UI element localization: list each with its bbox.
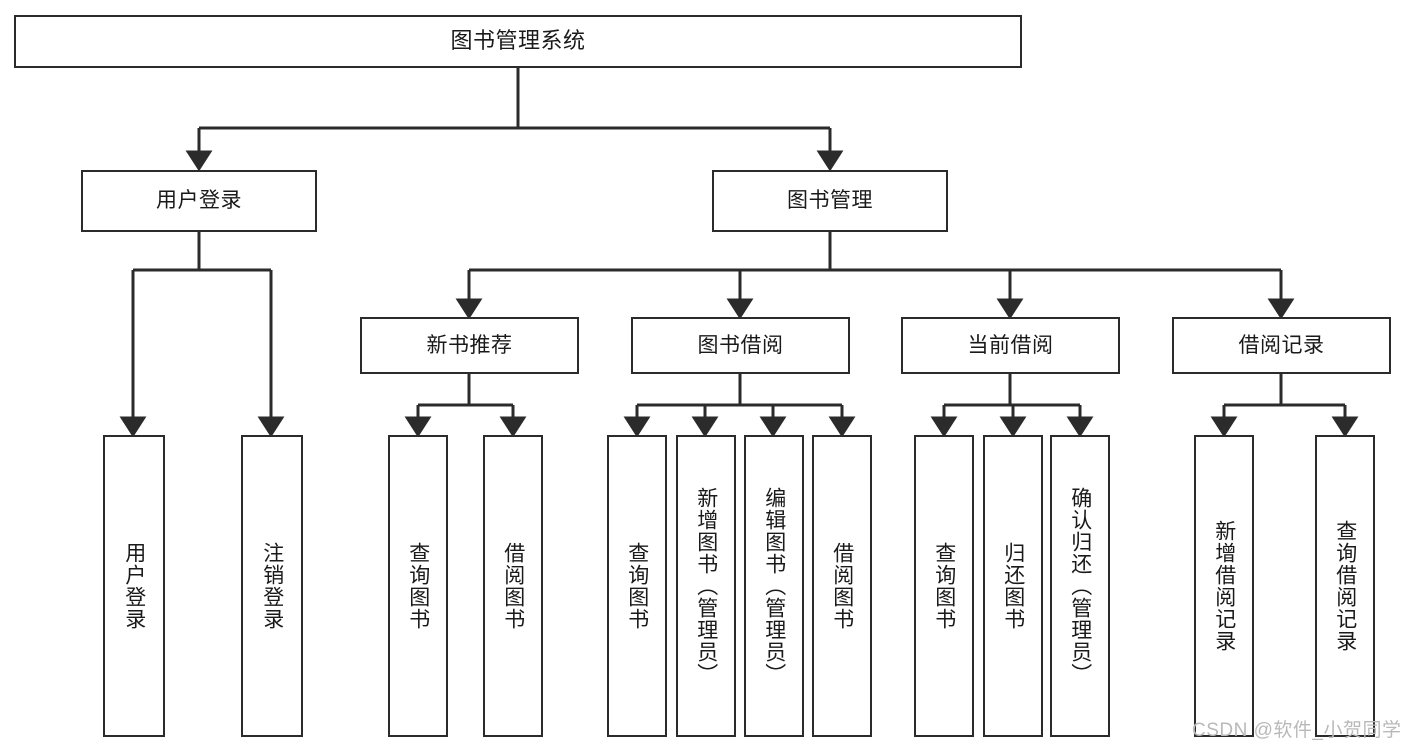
leaf-user-login-login[interactable]: 用户登录	[103, 435, 165, 737]
node-new-book-recommend-label: 新书推荐	[426, 333, 513, 357]
leaf-book-borrow-borrow-label: 借阅图书	[830, 542, 854, 630]
leaf-user-login-logout-label: 注销登录	[260, 542, 284, 630]
leaf-borrow-record-add[interactable]: 新增借阅记录	[1194, 435, 1254, 737]
leaf-borrow-record-query-label: 查询借阅记录	[1333, 520, 1357, 652]
node-new-book-recommend[interactable]: 新书推荐	[360, 317, 579, 374]
node-root-system[interactable]: 图书管理系统	[14, 15, 1022, 68]
leaf-new-book-query[interactable]: 查询图书	[388, 435, 448, 737]
node-user-login[interactable]: 用户登录	[81, 170, 317, 232]
leaf-borrow-record-add-label: 新增借阅记录	[1212, 520, 1236, 652]
leaf-current-borrow-return-label: 归还图书	[1001, 542, 1025, 630]
node-book-management[interactable]: 图书管理	[712, 170, 948, 232]
node-borrow-record-label: 借阅记录	[1238, 333, 1325, 357]
node-book-management-label: 图书管理	[787, 189, 873, 213]
leaf-book-borrow-query-label: 查询图书	[625, 542, 649, 630]
node-book-borrow-label: 图书借阅	[697, 333, 784, 357]
leaf-book-borrow-edit-label: 编辑图书（管理员）	[762, 487, 786, 685]
leaf-current-borrow-query-label: 查询图书	[932, 542, 956, 630]
node-current-borrow-label: 当前借阅	[967, 333, 1054, 357]
node-root-label: 图书管理系统	[450, 28, 586, 54]
leaf-book-borrow-query[interactable]: 查询图书	[607, 435, 667, 737]
leaf-user-login-login-label: 用户登录	[122, 542, 146, 630]
node-book-borrow[interactable]: 图书借阅	[631, 317, 850, 374]
leaf-book-borrow-edit[interactable]: 编辑图书（管理员）	[744, 435, 804, 737]
leaf-new-book-query-label: 查询图书	[406, 542, 430, 630]
leaf-current-borrow-query[interactable]: 查询图书	[914, 435, 974, 737]
node-borrow-record[interactable]: 借阅记录	[1172, 317, 1391, 374]
leaf-book-borrow-add[interactable]: 新增图书（管理员）	[676, 435, 736, 737]
leaf-current-borrow-return[interactable]: 归还图书	[983, 435, 1043, 737]
leaf-current-borrow-confirm-return[interactable]: 确认归还（管理员）	[1050, 435, 1110, 737]
node-user-login-label: 用户登录	[156, 189, 242, 213]
watermark-text: CSDN @软件_小贺同学	[1192, 720, 1402, 741]
leaf-book-borrow-borrow[interactable]: 借阅图书	[812, 435, 872, 737]
leaf-current-borrow-confirm-return-label: 确认归还（管理员）	[1068, 487, 1092, 685]
leaf-new-book-borrow[interactable]: 借阅图书	[483, 435, 543, 737]
leaf-borrow-record-query[interactable]: 查询借阅记录	[1315, 435, 1375, 737]
node-current-borrow[interactable]: 当前借阅	[901, 317, 1120, 374]
leaf-user-login-logout[interactable]: 注销登录	[241, 435, 303, 737]
leaf-new-book-borrow-label: 借阅图书	[501, 542, 525, 630]
leaf-book-borrow-add-label: 新增图书（管理员）	[694, 487, 718, 685]
